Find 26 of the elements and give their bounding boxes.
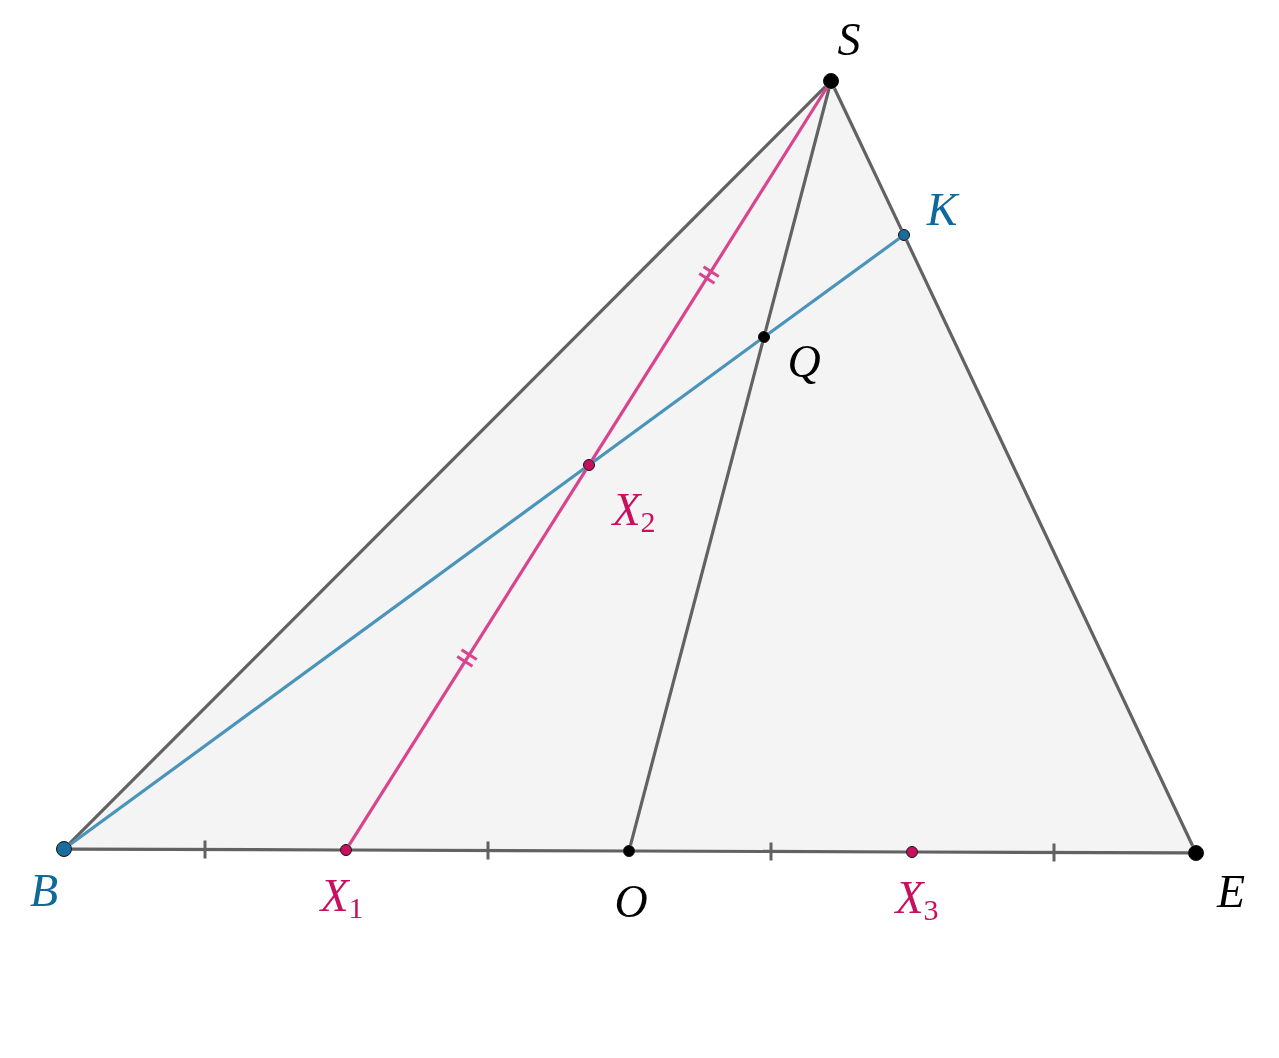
line-segment [72, 847, 340, 852]
point-label: E [1216, 869, 1246, 915]
point-label: O [614, 879, 648, 925]
point [56, 841, 72, 857]
point-label: X$_{1}$ [320, 872, 364, 924]
point [823, 73, 839, 89]
line-segment [590, 86, 829, 461]
point-label: K [926, 187, 958, 233]
point-label: S [837, 17, 861, 63]
point-label: X$_{3}$ [895, 874, 939, 926]
line-segment [833, 87, 903, 231]
line-segment [68, 85, 827, 845]
line-segment [905, 239, 1195, 847]
line-segment [69, 467, 586, 846]
line-segment [592, 339, 761, 463]
point-label: Q [787, 339, 821, 385]
line-segment [767, 237, 901, 335]
line-segment [347, 469, 588, 846]
line-segment [918, 850, 1188, 855]
line-segment [635, 849, 906, 854]
point-label: X$_{2}$ [612, 486, 656, 538]
point-label: B [29, 868, 59, 914]
line-segment [352, 848, 623, 853]
point [1188, 845, 1204, 861]
line-segment [763, 88, 831, 332]
line-segment [628, 342, 765, 846]
